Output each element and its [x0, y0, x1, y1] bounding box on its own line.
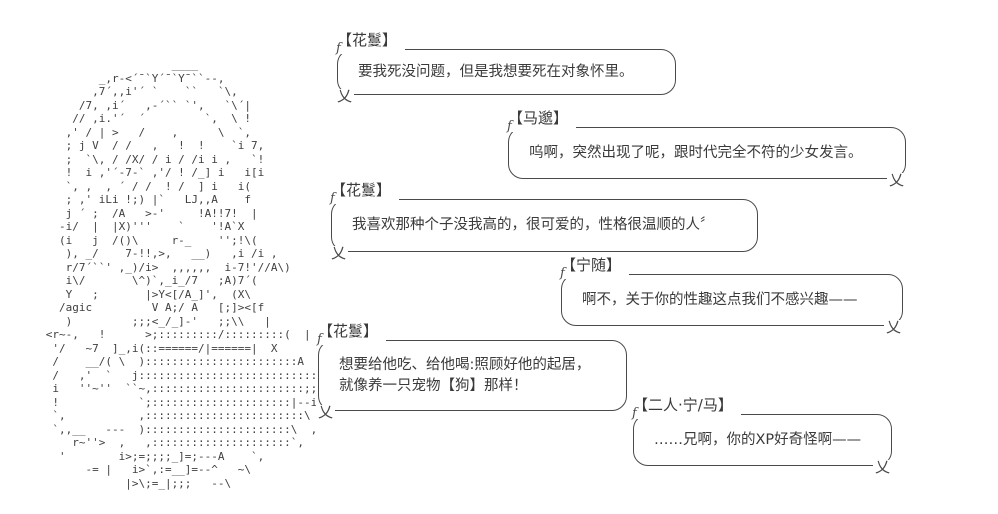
speaker-name-5: 【花鬘】: [318, 322, 387, 345]
speech-bubble-5: f 想要给他吃、给他喝:照顾好他的起居， 就像养一只宠物【狗】那样！ 乂: [316, 333, 627, 420]
bubble-corner-glyph: f: [632, 406, 637, 421]
bubble-tail-glyph: 乂: [329, 244, 349, 262]
bubble-corner-glyph: f: [317, 332, 322, 347]
dialogue-text-2: 呜啊，突然出现了呢，跟时代完全不符的少女发言。: [529, 144, 863, 161]
speaker-name-1: 【花鬘】: [337, 31, 406, 54]
speech-bubble-4: f 啊不，关于你的性趣这点我们不感兴趣—— 乂: [560, 267, 903, 335]
bubble-corner-glyph: f: [330, 191, 335, 206]
speaker-name-4: 【宁随】: [561, 256, 630, 279]
bubble-tail-glyph: 乂: [886, 171, 906, 189]
dialogue-text-5-line1: 想要给他吃、给他喝:照顾好他的起居，: [339, 356, 591, 373]
speaker-name-3: 【花鬘】: [331, 181, 400, 204]
bubble-corner-glyph: f: [336, 41, 341, 56]
bubble-tail-glyph: 乂: [316, 403, 336, 421]
dialogue-text-6: ……兄啊，你的XP好奇怪啊——: [654, 431, 862, 448]
bubble-corner-glyph: f: [560, 266, 565, 281]
speech-bubble-2: f 呜啊，突然出现了呢，跟时代完全不符的少女发言。 乂: [507, 120, 906, 188]
dialogue-text-5-line2: 就像养一只宠物【狗】那样！: [339, 377, 528, 394]
dialogue-text-1: 要我死没问题，但是我想要死在对象怀里。: [358, 63, 634, 80]
dialogue-box-6: 【二人·宁/马】 f ……兄啊，你的XP好奇怪啊—— 乂: [632, 395, 892, 475]
dialogue-box-2: 【马邈】 f 呜啊，突然出现了呢，跟时代完全不符的少女发言。 乂: [507, 108, 906, 188]
bubble-corner-glyph: f: [507, 119, 512, 134]
speech-bubble-1: f 要我死没问题，但是我想要死在对象怀里。 乂: [335, 42, 676, 104]
dialogue-box-1: 【花鬘】 f 要我死没问题，但是我想要死在对象怀里。 乂: [335, 30, 676, 104]
speaker-name-6: 【二人·宁/马】: [633, 396, 741, 419]
ascii-art-character: ____ _,r-<´¯`Y´¯`Y¯``--, ,7´,,i'´ ` `` `…: [45, 58, 337, 490]
speech-bubble-6: f ……兄啊，你的XP好奇怪啊—— 乂: [632, 407, 892, 475]
dialogue-text-4: 啊不，关于你的性趣这点我们不感兴趣——: [582, 291, 858, 308]
dialogue-box-3: 【花鬘】 f 我喜欢那种个子没我高的，很可爱的，性格很温顺的人〞 乂: [329, 180, 758, 261]
dialogue-text-3: 我喜欢那种个子没我高的，很可爱的，性格很温顺的人〞: [352, 217, 715, 233]
speaker-name-2: 【马邈】: [508, 109, 577, 132]
bubble-tail-glyph: 乂: [872, 458, 892, 476]
speech-bubble-3: f 我喜欢那种个子没我高的，很可爱的，性格很温顺的人〞 乂: [329, 192, 758, 261]
dialogue-box-4: 【宁随】 f 啊不，关于你的性趣这点我们不感兴趣—— 乂: [560, 255, 903, 335]
dialogue-box-5: 【花鬘】 f 想要给他吃、给他喝:照顾好他的起居， 就像养一只宠物【狗】那样！ …: [316, 321, 627, 420]
bubble-tail-glyph: 乂: [883, 318, 903, 336]
bubble-tail-glyph: 乂: [335, 87, 355, 105]
